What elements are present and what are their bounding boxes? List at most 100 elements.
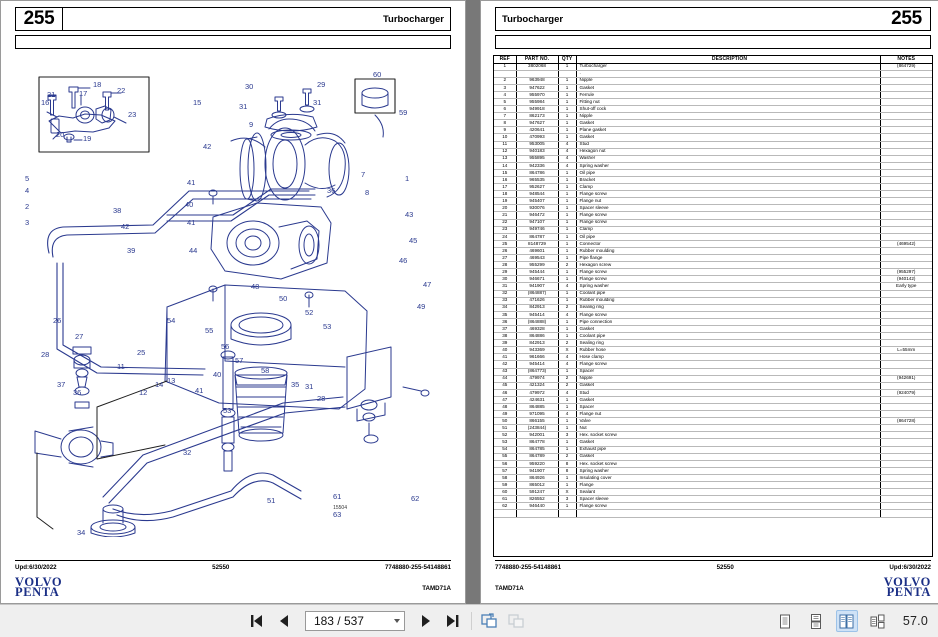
subtitle-bar-right (495, 35, 931, 49)
logo-line-penta-right: PENTA (886, 584, 931, 599)
cell-ref: 29 (494, 268, 517, 277)
svg-text:36: 36 (327, 186, 335, 195)
svg-text:28: 28 (41, 350, 49, 359)
cell-notes (880, 311, 932, 319)
cell-notes (880, 190, 932, 199)
first-page-icon[interactable] (247, 610, 267, 632)
cell-description: Washer (576, 155, 881, 163)
cell-ref: 58 (494, 474, 517, 483)
pdf-viewer-canvas[interactable]: 255 Turbocharger (0, 0, 938, 604)
page-navigation-group: 183 / 537 (247, 610, 463, 632)
single-page-view-icon[interactable] (774, 610, 796, 632)
cell-part-no: 945444 (516, 268, 559, 277)
svg-text:2: 2 (25, 202, 29, 211)
cell-part-no: (243844) (516, 424, 559, 433)
svg-text:11: 11 (117, 362, 125, 371)
cell-notes (880, 325, 932, 334)
previous-page-icon[interactable] (274, 610, 294, 632)
cell-part-no: 842913 (516, 304, 559, 312)
viewer-bottom-toolbar[interactable]: 183 / 537 (0, 604, 938, 637)
svg-text:35: 35 (291, 380, 299, 389)
cell-ref: 21 (494, 211, 517, 220)
cell-ref: 27 (494, 254, 517, 263)
cell-ref: 44 (494, 375, 517, 383)
select-tool-icon[interactable] (507, 610, 527, 632)
cell-part-no: 943369 (516, 346, 559, 355)
next-page-icon[interactable] (416, 610, 436, 632)
column-header-notes: NOTES (880, 56, 932, 64)
cell-ref: 45 (494, 382, 517, 390)
cell-ref: 43 (494, 368, 517, 376)
svg-text:21: 21 (47, 90, 55, 99)
cell-part-no: 864787 (516, 233, 559, 241)
cell-ref: 31 (494, 282, 517, 291)
book-view-icon[interactable] (867, 610, 889, 632)
page-title-right: Turbocharger (495, 7, 883, 31)
cell-notes (880, 197, 932, 206)
cell-description: Gasket (576, 84, 881, 92)
svg-text:30: 30 (245, 82, 253, 91)
cell-ref: 6 (494, 105, 517, 114)
cell-part-no: 470993 (516, 133, 559, 142)
cell-qty: 1 (558, 290, 577, 298)
cell-description: Exhaust pipe (576, 446, 881, 454)
cell-notes (880, 77, 932, 85)
cell-part-no: 961666 (516, 353, 559, 362)
cell-part-no: (864888) (516, 318, 559, 326)
view-mode-group (774, 610, 889, 632)
cell-part-no: 942336 (516, 162, 559, 170)
cell-ref: 24 (494, 233, 517, 241)
cell-ref: 61 (494, 495, 517, 504)
cell-qty: 2 (558, 375, 577, 383)
cell-qty: 1 (558, 169, 577, 178)
cell-qty: 1 (558, 268, 577, 277)
cell-notes (880, 148, 932, 156)
cell-qty: 1 (558, 247, 577, 256)
page-number-input[interactable]: 183 / 537 (304, 611, 405, 631)
cell-description: Fitting nut (576, 98, 881, 107)
cell-part-no: 955895 (516, 155, 559, 163)
cell-description: Flange screw (576, 360, 881, 369)
pan-tool-icon[interactable] (480, 610, 500, 632)
svg-text:46: 46 (399, 256, 407, 265)
chevron-down-icon[interactable] (393, 619, 400, 623)
zoom-level-value[interactable]: 57.0 (902, 614, 929, 628)
cell-notes (880, 318, 932, 326)
svg-text:31: 31 (305, 382, 313, 391)
svg-text:38: 38 (113, 206, 121, 215)
cell-description: Clamp (576, 183, 881, 192)
continuous-scroll-view-icon[interactable] (805, 610, 827, 632)
cell-notes (880, 332, 932, 341)
cell-qty: 1 (558, 254, 577, 263)
cell-notes (880, 233, 932, 241)
cell-qty: 4 (558, 360, 577, 369)
cell-part-no: 866155 (516, 417, 559, 426)
svg-text:19: 19 (83, 134, 91, 143)
cell-description: Ferrule (576, 91, 881, 99)
section-number-left: 255 (15, 7, 63, 31)
last-page-icon[interactable] (443, 610, 463, 632)
svg-text:13: 13 (167, 376, 175, 385)
cell-ref (494, 509, 517, 518)
cell-qty: 1 (558, 275, 577, 284)
cell-part-no: 469601 (516, 247, 559, 256)
two-page-view-icon[interactable] (835, 610, 858, 632)
footer-updated-left: Upd:6/30/2022 (15, 564, 57, 571)
cell-part-no: 946472 (516, 211, 559, 220)
